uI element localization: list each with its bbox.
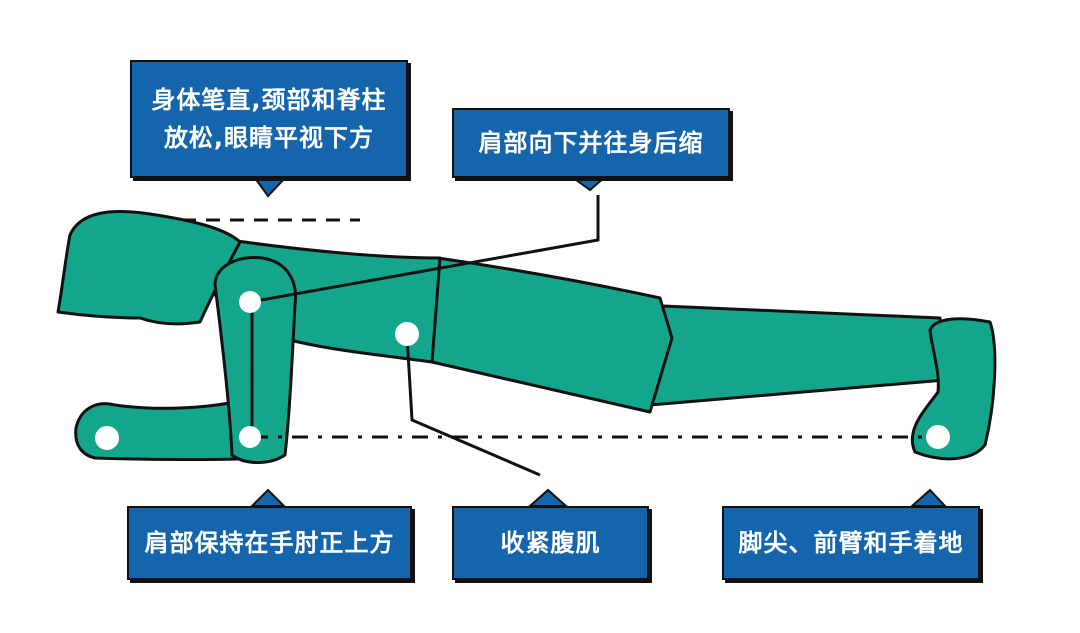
foot-shape xyxy=(910,317,997,461)
callout-top-right: 肩部向下并往身后缩 xyxy=(452,108,730,178)
callout-bottom-right-text: 脚尖、前臂和手着地 xyxy=(738,529,964,557)
forearm-shape xyxy=(74,398,277,461)
upper-arm-shape xyxy=(213,255,298,464)
callout-bottom-left-text: 肩部保持在手肘正上方 xyxy=(144,529,395,557)
leg-shape xyxy=(638,303,947,407)
callout-bottom-middle: 收紧腹肌 xyxy=(452,506,649,580)
callout-top-left-line1: 身体笔直,颈部和脊柱 xyxy=(151,86,387,114)
elbow-point xyxy=(239,426,261,448)
shorts-shape xyxy=(430,256,674,414)
toe-point xyxy=(926,425,950,449)
callout-top-left-pointer xyxy=(253,177,288,198)
callout-bottom-right: 脚尖、前臂和手着地 xyxy=(722,506,980,580)
callout-bottom-middle-pointer xyxy=(527,488,569,507)
shoulder-point xyxy=(239,291,261,313)
hand-point xyxy=(95,426,119,450)
abdomen-point xyxy=(395,322,419,346)
callout-top-right-pointer xyxy=(568,176,608,192)
callout-bottom-middle-text: 收紧腹肌 xyxy=(500,529,601,557)
abdomen-pointer-line xyxy=(405,334,541,477)
callout-bottom-left-pointer xyxy=(249,488,287,507)
head-shape xyxy=(56,210,242,326)
callout-bottom-left: 肩部保持在手肘正上方 xyxy=(127,506,412,580)
shoulder-pointer-line xyxy=(249,195,600,304)
callout-top-right-text: 肩部向下并往身后缩 xyxy=(478,129,704,157)
callout-top-left-line2: 放松,眼睛平视下方 xyxy=(163,124,375,152)
callout-top-left: 身体笔直,颈部和脊柱 放松,眼睛平视下方 xyxy=(130,60,408,178)
callout-bottom-right-pointer xyxy=(909,488,948,507)
